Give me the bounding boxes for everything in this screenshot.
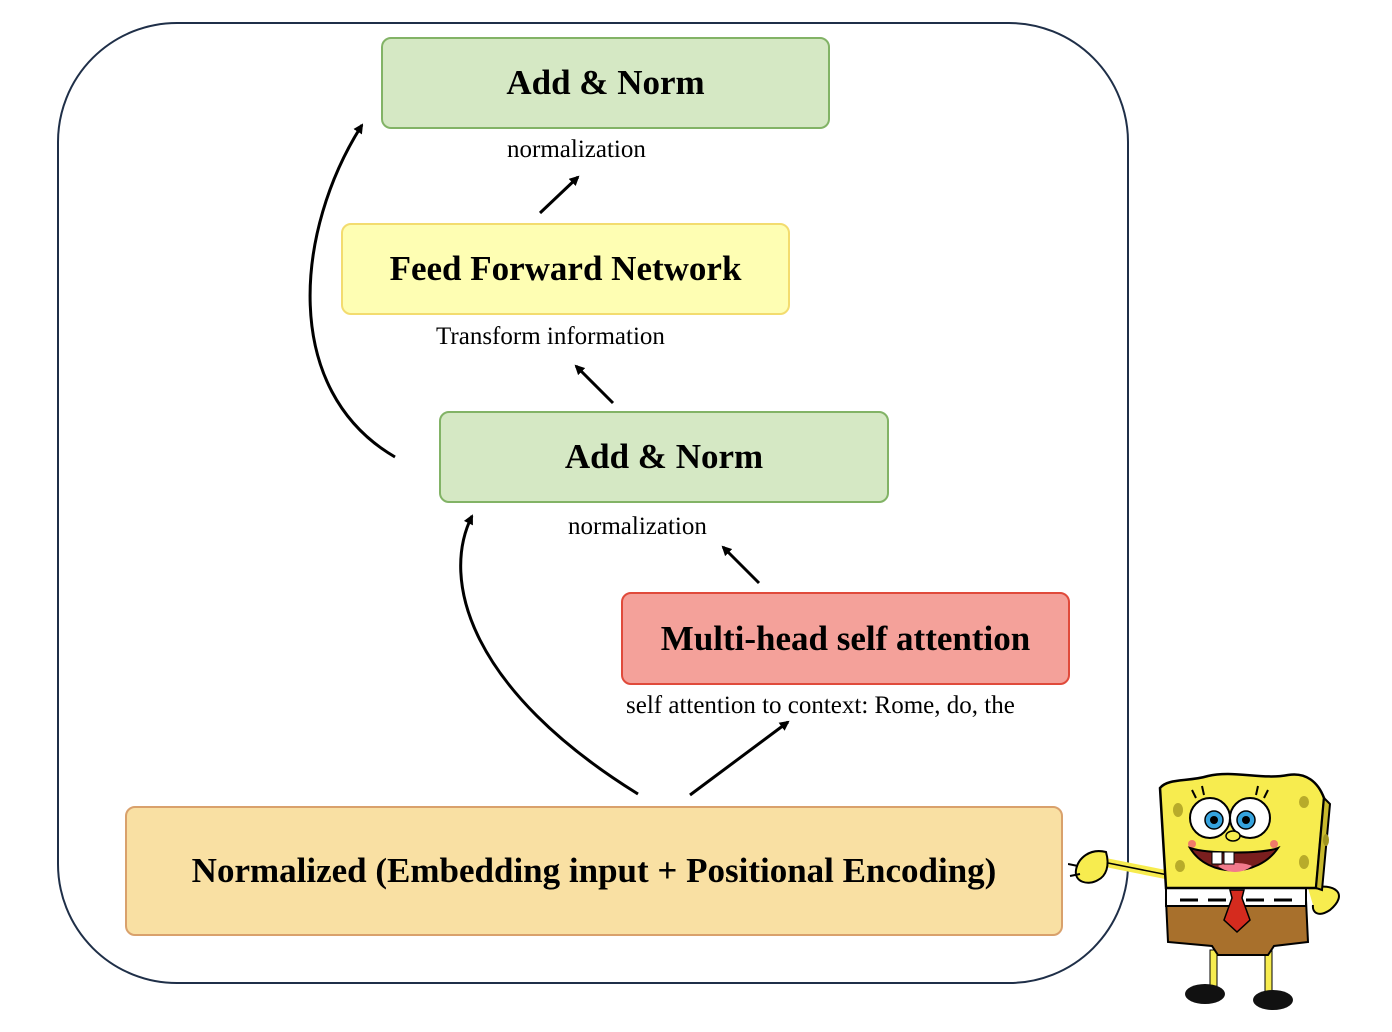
input-embedding-box: Normalized (Embedding input + Positional… [125,806,1063,936]
normalization-caption-top: normalization [507,136,646,163]
arrow-addnorm-to-ffn [574,364,615,405]
normalization-caption-middle: normalization [568,513,707,540]
multi-head-attention-label: Multi-head self attention [660,618,1031,658]
spongebob-illustration [1068,772,1340,1010]
add-norm-top-label: Add & Norm [506,63,705,102]
self-attention-caption: self attention to context: Rome, do, the [626,692,1015,719]
encoder-block-frame [57,22,1129,984]
multi-head-attention-box: Multi-head self attention [621,592,1070,685]
residual-arrow-top [308,123,396,459]
input-embedding-label: Normalized (Embedding input + Positional… [191,851,997,890]
arrow-ffn-to-addnorm-top [538,175,580,215]
transform-caption: Transform information [436,323,665,350]
arrow-attention-to-addnorm [721,545,761,585]
residual-arrow-middle [459,514,639,796]
arrow-input-to-attention [689,720,790,797]
pointing-hand-icon [1074,850,1109,884]
feed-forward-label: Feed Forward Network [389,249,742,288]
feed-forward-box: Feed Forward Network [341,223,790,315]
add-norm-top-box: Add & Norm [381,37,830,129]
add-norm-middle-label: Add & Norm [564,437,764,476]
add-norm-middle-box: Add & Norm [439,411,889,503]
